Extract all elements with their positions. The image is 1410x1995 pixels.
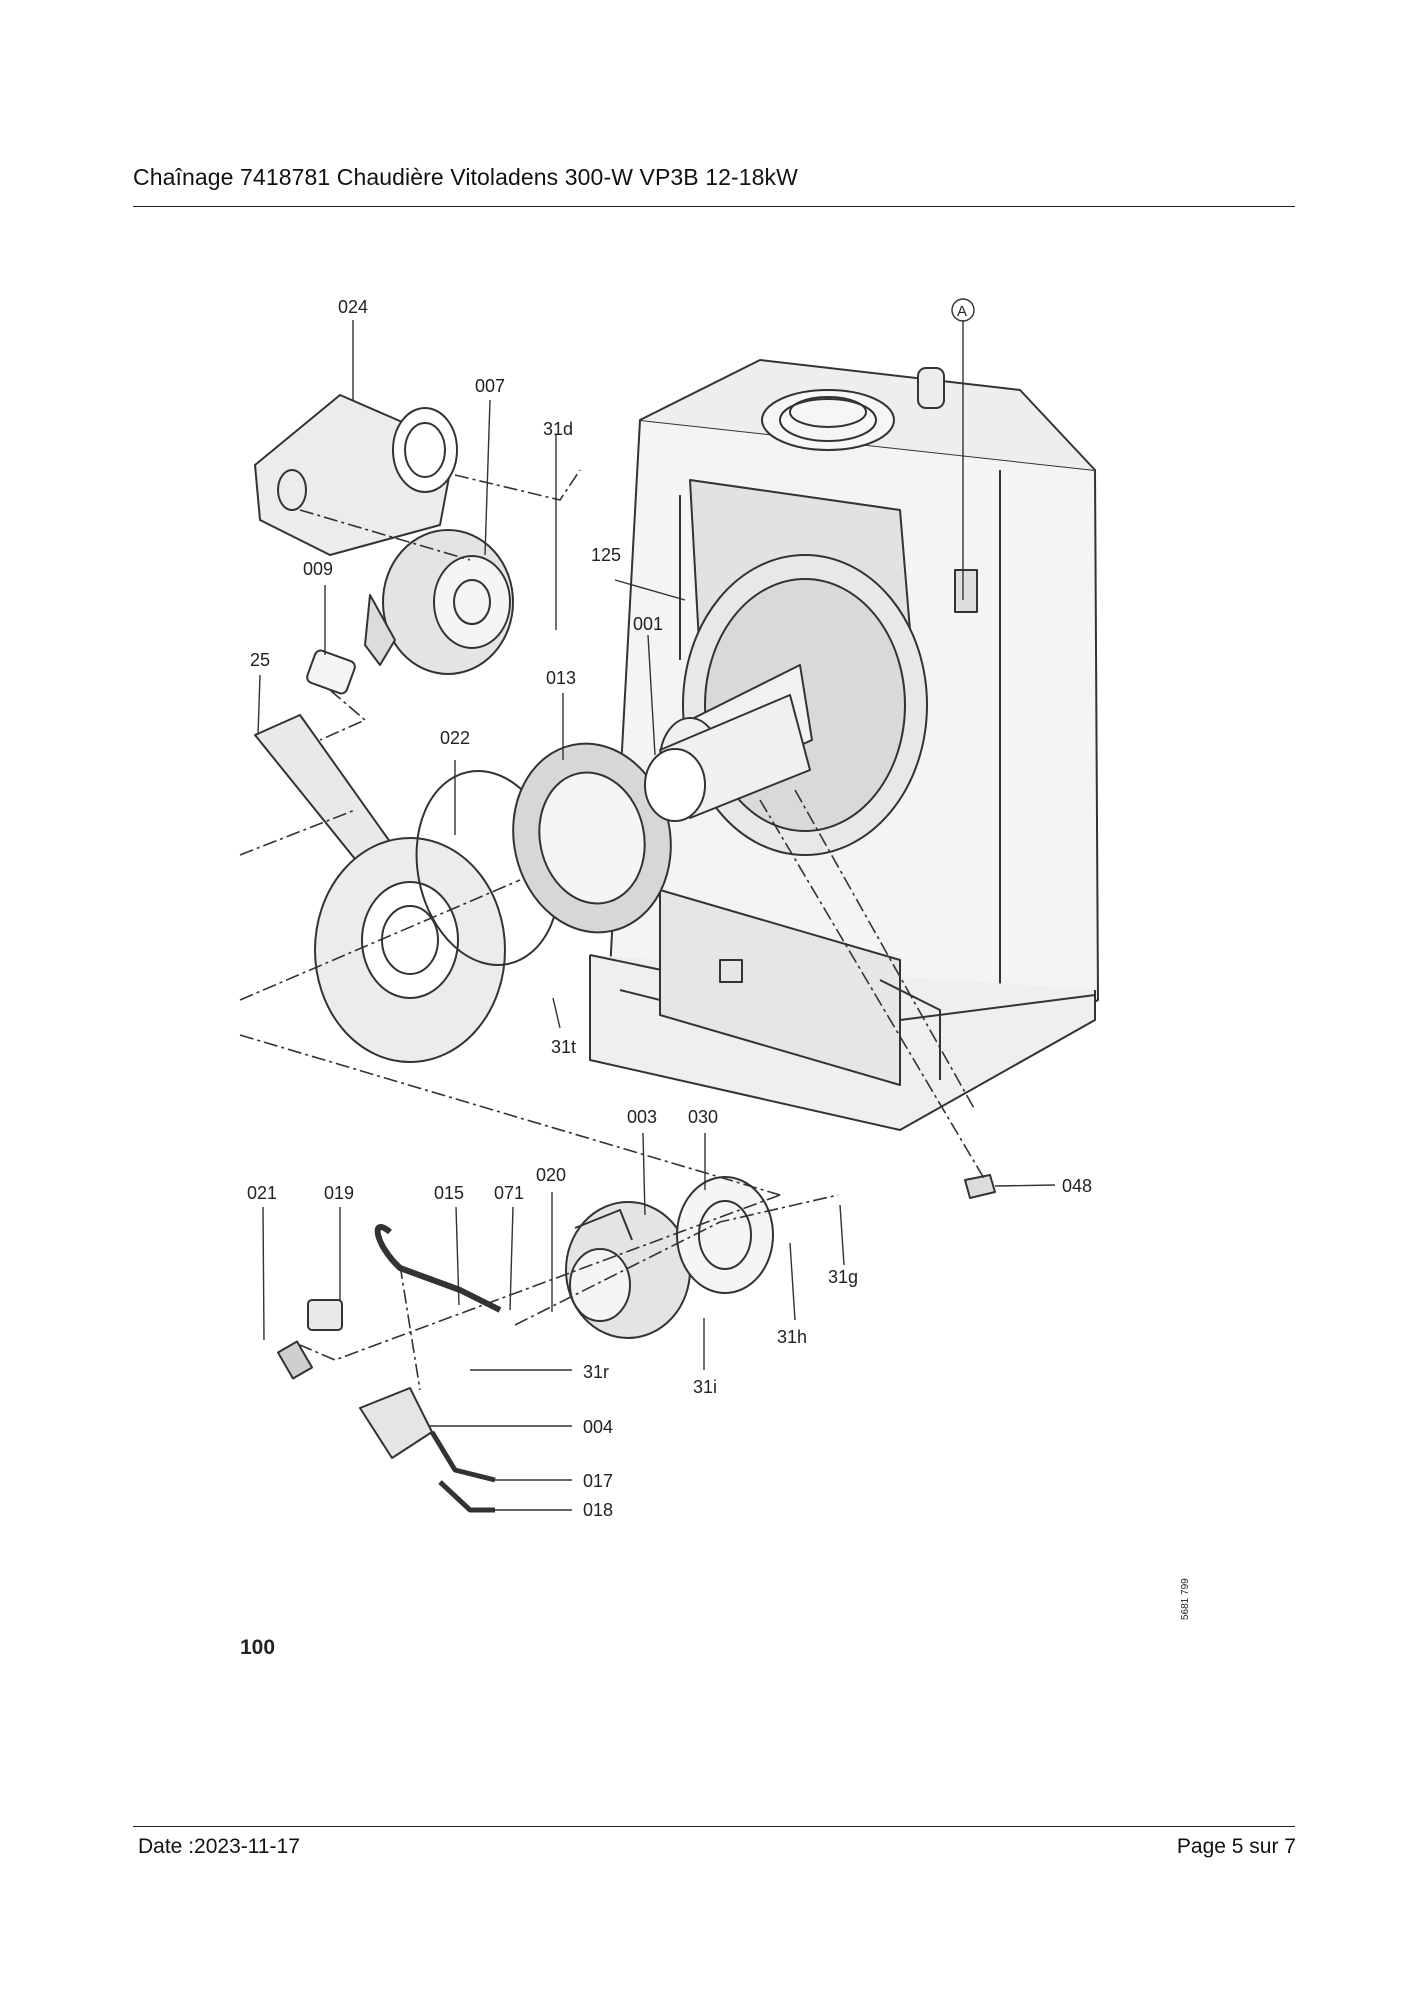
label-31h: 31h [777,1327,807,1347]
label-013: 013 [546,668,576,688]
part-048-bracket [964,1174,996,1199]
part-009-gasket [306,649,356,695]
label-31t: 31t [551,1037,576,1057]
label-048: 048 [1062,1176,1092,1196]
label-024: 024 [338,297,368,317]
part-25-burner-arm [254,714,506,1063]
part-007-fan [364,529,514,675]
label-019: 019 [324,1183,354,1203]
label-001: 001 [633,614,663,634]
flue-collar [761,367,945,451]
callout-a-circle [951,298,975,322]
drawing-reference: 5681 799 [1180,1578,1191,1620]
label-31i: 31i [693,1377,717,1397]
label-021: 021 [247,1183,277,1203]
label-25: 25 [250,650,270,670]
callout-a-label: A [957,303,967,320]
label-020: 020 [536,1165,566,1185]
label-31r: 31r [583,1362,609,1382]
part-003-pump [565,1201,691,1339]
label-125: 125 [591,545,621,565]
label-015: 015 [434,1183,464,1203]
label-007: 007 [475,376,505,396]
figure-number: 100 [240,1636,275,1659]
label-31d: 31d [543,419,573,439]
footer-page-number: Page 5 sur 7 [1176,1835,1296,1858]
part-013-burner-ring [512,742,672,934]
label-071: 071 [494,1183,524,1203]
part-030-flange [676,1176,774,1294]
part-024-air-intake [254,394,458,556]
part-021-filter [276,1340,314,1380]
part-015-ignition-cable [374,1224,502,1313]
label-022: 022 [440,728,470,748]
label-004: 004 [583,1417,613,1437]
part-004-valve-block [359,1387,496,1513]
label-018: 018 [583,1500,613,1520]
label-017: 017 [583,1471,613,1491]
footer-date: Date :2023-11-17 [138,1835,300,1858]
header-rule [133,206,1295,207]
label-030: 030 [688,1107,718,1127]
page-header-title: Chaînage 7418781 Chaudière Vitoladens 30… [133,164,798,190]
footer-rule [133,1826,1295,1827]
part-019-coil [307,1299,343,1331]
label-003: 003 [627,1107,657,1127]
control-unit [659,889,941,1086]
label-31g: 31g [828,1267,858,1287]
part-001-tube [644,694,811,822]
label-009: 009 [303,559,333,579]
